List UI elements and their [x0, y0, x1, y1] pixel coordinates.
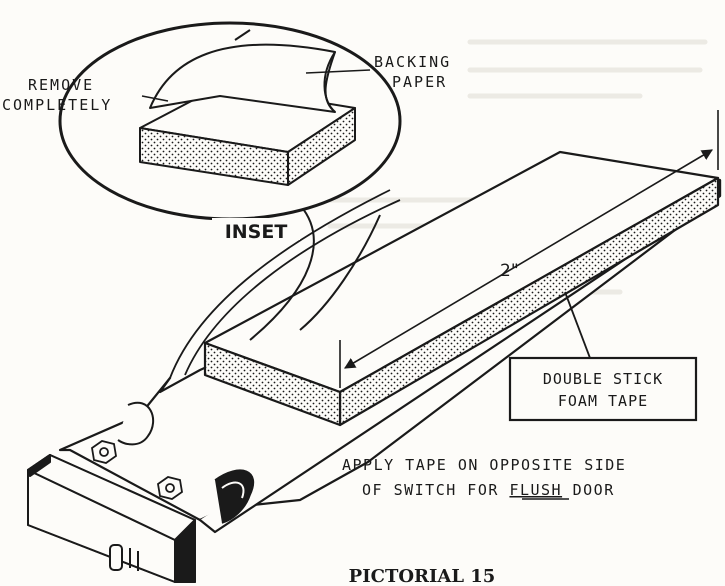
- dimension-2in: [339, 110, 719, 388]
- switch-housing: [27, 454, 196, 583]
- bracket: [214, 469, 255, 524]
- foam-tape-label-line2: FOAM TAPE: [558, 392, 648, 410]
- foam-tape-label-box: [508, 356, 698, 422]
- inset-leaders: [141, 69, 371, 102]
- inset-label-gap: [212, 218, 300, 240]
- backing-paper-label-line2: PAPER: [392, 73, 447, 91]
- foam-tape-leader: [564, 291, 591, 359]
- instruction-line2: OF SWITCH FOR FLUSH DOOR: [362, 481, 615, 499]
- instruction-emphasis-flush: FLUSH: [509, 481, 562, 499]
- instruction-line2-suffix: DOOR: [562, 481, 615, 499]
- foam-tape-label-line1: DOUBLE STICK: [543, 370, 663, 388]
- inset-backing-paper: [149, 29, 336, 113]
- instruction-line1: APPLY TAPE ON OPPOSITE SIDE: [342, 456, 626, 474]
- figure-caption: PICTORIAL 15: [349, 566, 496, 586]
- inset-label: INSET: [225, 221, 288, 243]
- hex-nut-1: [91, 440, 117, 464]
- plate-notch: [117, 401, 155, 446]
- remove-completely-label-line2: COMPLETELY: [2, 96, 112, 114]
- dimension-label: 2": [500, 261, 519, 281]
- remove-completely-label-line1: REMOVE: [28, 76, 94, 94]
- instruction-line2-prefix: OF SWITCH FOR: [362, 481, 509, 499]
- backing-paper-label-line1: BACKING: [374, 53, 451, 71]
- hex-nut-2: [157, 476, 183, 500]
